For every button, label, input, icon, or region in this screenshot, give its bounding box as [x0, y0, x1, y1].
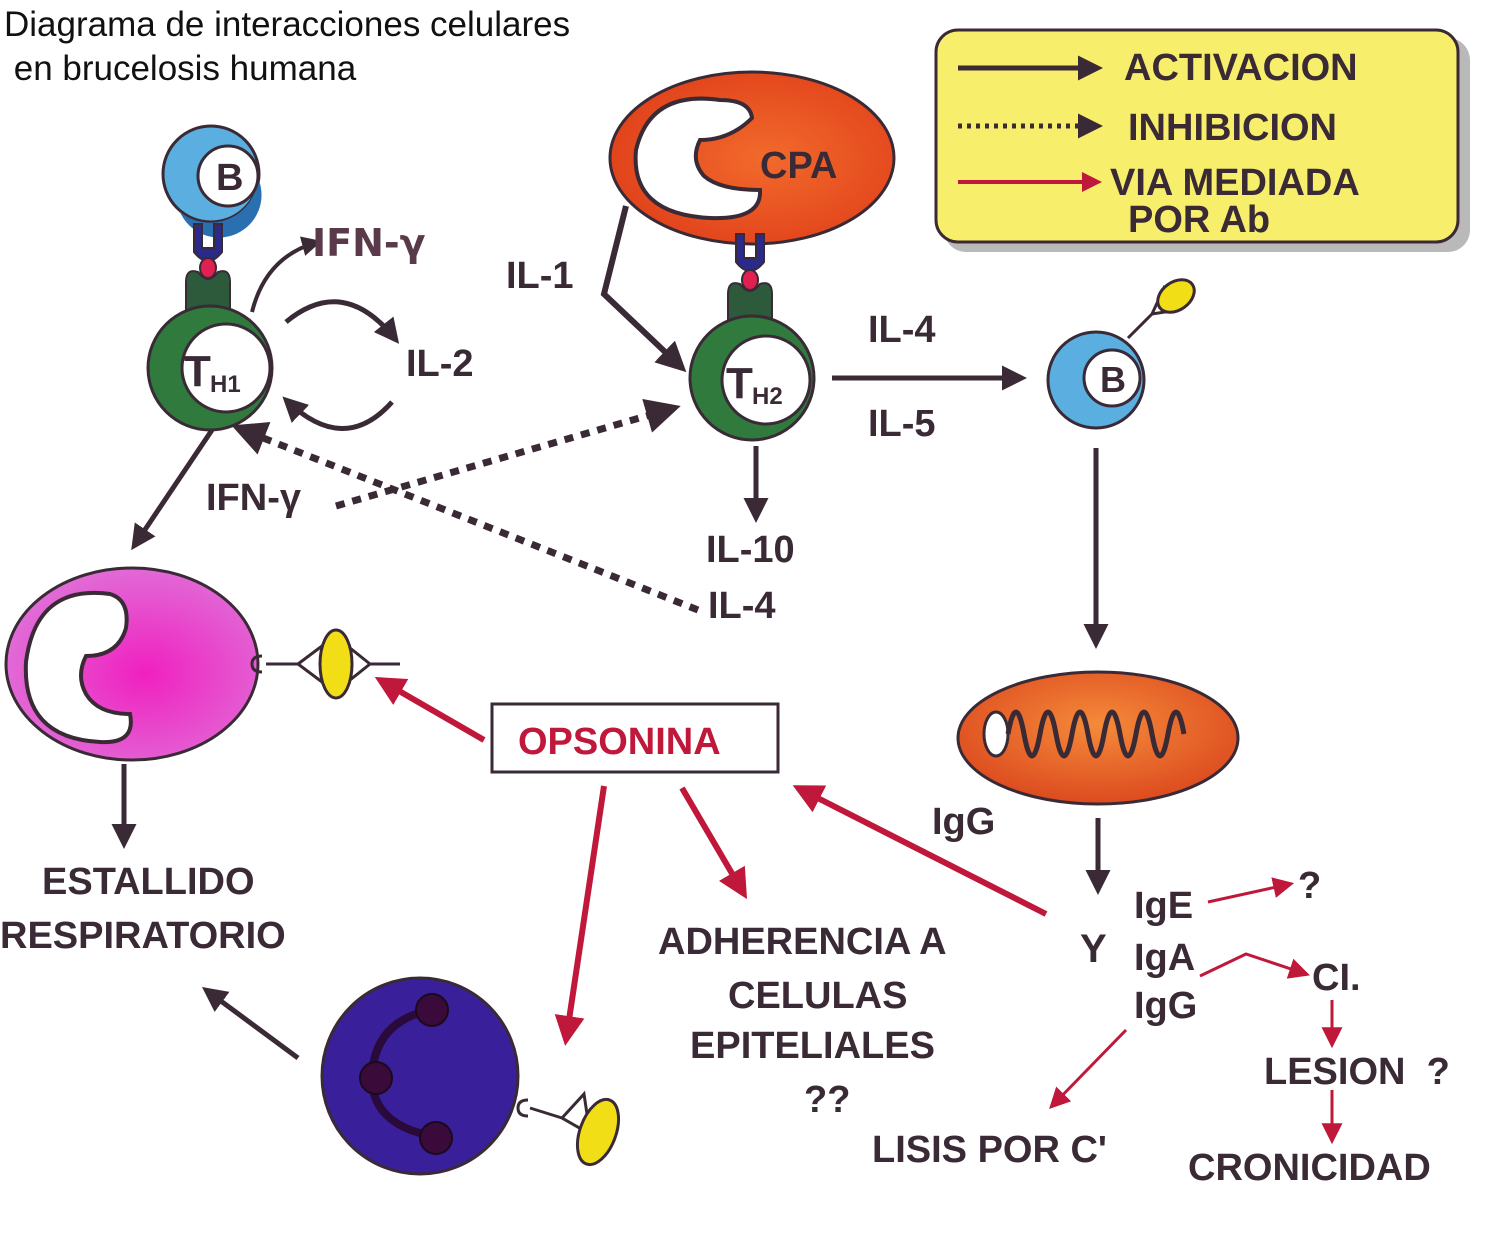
label-adherencia-1: ADHERENCIA A: [658, 921, 947, 963]
th1-subscript: H1: [210, 371, 241, 398]
b-cell-antigen: [1156, 278, 1196, 314]
cpa-nucleus: [633, 96, 763, 221]
label-adherencia-4: ??: [804, 1079, 850, 1121]
arrow-th1-to-macrophage: [131, 428, 215, 551]
arrow-il4-inhibits-th1: [231, 422, 700, 614]
legend-ab-label-2: POR Ab: [1128, 199, 1270, 241]
receptor-th1: [185, 223, 231, 311]
arrow-opsonina-to-adherencia: [679, 786, 748, 900]
title-line-1: Diagrama de interacciones celulares: [4, 5, 570, 44]
arrow-il2-to-th1: [282, 396, 394, 431]
label-il4-top: IL-4: [868, 309, 936, 351]
receptor-th2: [727, 233, 773, 323]
label-question: ?: [1298, 865, 1321, 907]
label-il10: IL-10: [706, 529, 795, 571]
arrow-opsonina-to-neutrophil: [554, 785, 607, 1046]
neutrophil-receptor-stem: [529, 1106, 563, 1120]
label-ci: CI.: [1312, 957, 1361, 999]
antibody-y-symbol: Y: [1080, 927, 1107, 971]
label-igg: IgG: [1134, 985, 1197, 1027]
legend: ACTIVACION INHIBICION VIA MEDIADA POR Ab: [934, 28, 1470, 252]
antigen-th2: [741, 269, 759, 291]
label-il4-bottom: IL-4: [708, 585, 776, 627]
label-igg-arrow: IgG: [932, 801, 995, 843]
b-cell-right-nucleus: [1082, 348, 1142, 408]
neutrophil-body: [320, 976, 520, 1176]
b-cell-top-nucleus-shade: [180, 178, 262, 238]
label-il1: IL-1: [506, 255, 574, 297]
legend-inhibition-label: INHIBICION: [1128, 107, 1337, 149]
th1-letter: T: [184, 347, 211, 396]
arrow-igg-to-lisis: [1049, 1028, 1128, 1110]
neutrophil-fc-receptor: [516, 1098, 529, 1118]
arrow-cpa-il1-to-th2: [600, 205, 687, 373]
th2-subscript: H2: [752, 383, 783, 410]
th1-cell: T H1: [146, 304, 274, 432]
label-ifn-gamma-mid: IFN-γ: [206, 477, 301, 519]
neutrophil-lobe-3: [419, 1121, 453, 1155]
receptor-th2-top: [735, 233, 765, 272]
th2-nucleus: [720, 334, 812, 426]
th1-nucleus: [180, 322, 272, 414]
label-estallido-1: ESTALLIDO: [42, 861, 255, 903]
label-estallido-2: RESPIRATORIO: [0, 915, 286, 957]
title-line-2: en brucelosis humana: [4, 49, 357, 88]
macrophage-nucleus: [23, 590, 133, 745]
macrophage-opsonized-antigen: [318, 628, 354, 700]
legend-ab-label-1: VIA MEDIADA: [1110, 162, 1360, 204]
neutrophil-lobe-2: [359, 1061, 393, 1095]
receptor-th1-bottom: [185, 270, 231, 311]
label-il5: IL-5: [868, 403, 936, 445]
label-lesion: LESION ?: [1264, 1051, 1450, 1093]
plasma-cell-er: [1005, 709, 1187, 759]
antigen-th1: [199, 257, 217, 279]
label-adherencia-2: CELULAS: [728, 975, 907, 1017]
label-lisis: LISIS POR C': [872, 1129, 1107, 1171]
th2-cell: T H2: [688, 314, 816, 442]
label-il2: IL-2: [406, 343, 474, 385]
arrow-iga-to-ci: [1199, 952, 1310, 979]
neutrophil-opsonized-antigen: [575, 1097, 621, 1167]
arrow-th1-to-il2: [284, 299, 400, 344]
th2-letter: T: [726, 359, 753, 408]
receptor-th2-bottom: [727, 282, 773, 323]
b-cell-right-letter: B: [1100, 359, 1126, 400]
macrophage-fc-receptor: [250, 654, 263, 674]
legend-activation-label: ACTIVACION: [1124, 47, 1358, 89]
b-cell-top: B: [161, 124, 262, 238]
label-ifn-gamma-top: IFN-γ: [312, 221, 426, 265]
macrophage-cell: [4, 566, 400, 762]
receptor-th1-top: [193, 223, 223, 262]
arrow-ige-to-question: [1207, 877, 1295, 904]
plasma-cell-body: [956, 670, 1240, 806]
b-cell-receptor-stem: [1126, 312, 1154, 340]
arrow-th1-to-ifn-gamma: [250, 236, 322, 313]
label-cronicidad: CRONICIDAD: [1188, 1147, 1431, 1189]
label-iga: IgA: [1134, 937, 1195, 979]
b-cell-right: B: [1046, 278, 1196, 430]
plasma-cell: [956, 670, 1240, 806]
neutrophil-cell: [320, 976, 621, 1176]
b-cell-top-nucleus: [196, 144, 260, 208]
opsonina-frame: [490, 702, 780, 774]
arrow-igg-to-opsonina: [792, 785, 1048, 917]
arrow-ifn-gamma-inhibits-th2: [335, 398, 681, 510]
label-adherencia-3: EPITELIALES: [690, 1025, 935, 1067]
neutrophil-lobe-1: [415, 993, 449, 1027]
label-opsonina: OPSONINA: [518, 721, 721, 763]
arrow-neutrophil-to-estallido: [201, 987, 300, 1061]
arrow-opsonina-to-macrophage: [374, 677, 486, 743]
b-cell-top-letter: B: [216, 157, 243, 199]
opsonina-box: OPSONINA: [490, 702, 780, 774]
label-ige: IgE: [1134, 885, 1193, 927]
cpa-cell: CPA: [608, 70, 896, 246]
legend-box: [934, 28, 1460, 244]
plasma-cell-nucleus: [982, 710, 1010, 758]
cpa-label: CPA: [760, 145, 837, 187]
